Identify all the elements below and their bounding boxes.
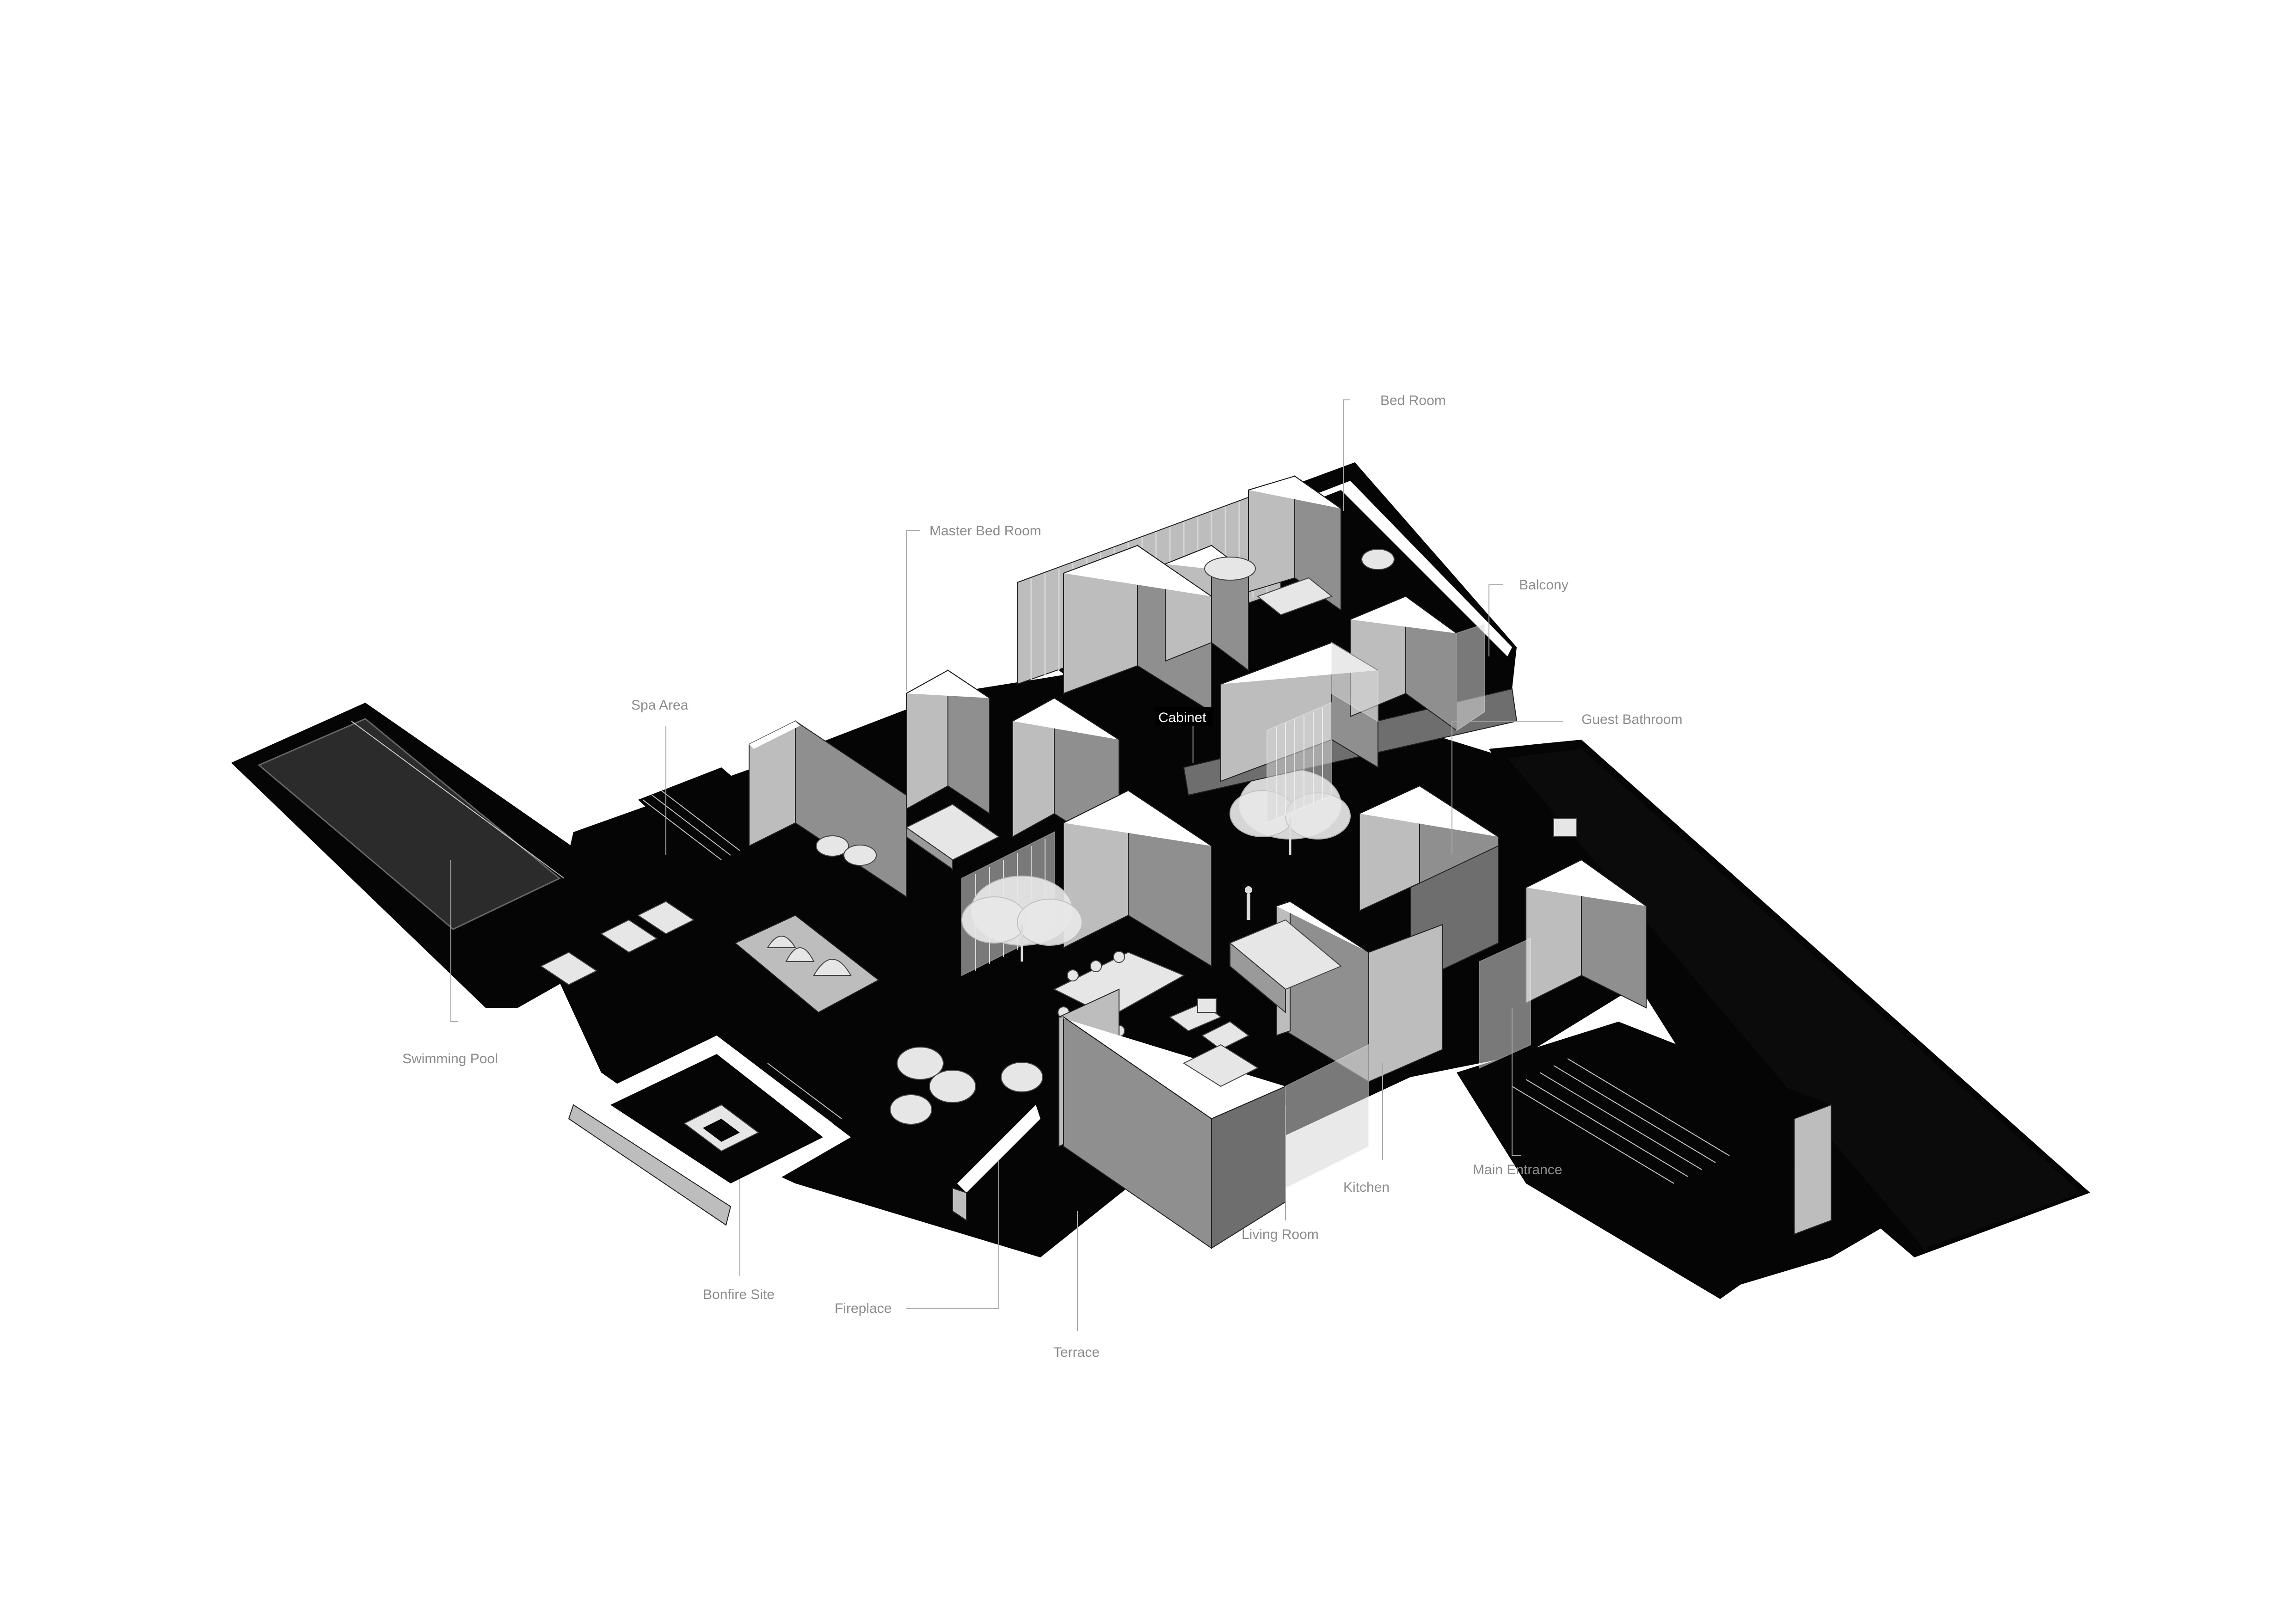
side-table-2	[843, 845, 877, 866]
leader-bed-room	[1343, 399, 1350, 511]
balcony-glass	[1456, 623, 1485, 731]
round-chair-2	[929, 1070, 976, 1103]
upper-chair	[1361, 549, 1395, 570]
label-cabinet: Cabinet	[1158, 710, 1206, 725]
side-table-1	[816, 835, 849, 857]
leader-main-entrance	[1512, 1008, 1521, 1156]
upper-glass-panel	[1331, 642, 1378, 722]
label-bonfire-site: Bonfire Site	[703, 1287, 775, 1302]
swimming-pool-deck	[231, 703, 657, 1008]
label-guest-bathroom: Guest Bathroom	[1581, 712, 1682, 727]
leader-swimming-pool	[450, 860, 458, 1022]
label-kitchen: Kitchen	[1343, 1180, 1390, 1195]
upper-slab-edge	[1050, 481, 1512, 656]
lounger-1	[540, 951, 597, 986]
spa-steps-2	[652, 795, 731, 856]
round-chair-4	[1001, 1062, 1043, 1092]
label-swimming-pool: Swimming Pool	[402, 1051, 498, 1066]
entrance-sign	[1553, 818, 1577, 837]
label-bed-room: Bed Room	[1380, 393, 1446, 408]
spa-steps-1	[642, 799, 722, 860]
round-chair-1	[897, 1047, 944, 1080]
living-kitchen	[1053, 886, 1443, 1249]
label-master-bed-room: Master Bed Room	[929, 523, 1041, 539]
kitchen-entrance-block	[1479, 859, 1832, 1235]
fireplace-wall-top	[957, 1105, 1040, 1193]
upper-floor	[1017, 462, 1518, 824]
entrance-steps	[1512, 1058, 1730, 1184]
rock-garden	[734, 914, 879, 1013]
label-spa-area: Spa Area	[631, 698, 689, 713]
upper-vanity	[1256, 577, 1333, 616]
lounger-2	[600, 919, 658, 953]
kitchen-wall-front	[1368, 924, 1443, 1083]
label-balcony: Balcony	[1519, 577, 1568, 593]
tree-left	[961, 876, 1082, 962]
pool-water	[258, 718, 561, 930]
driveway-texture	[1507, 749, 2081, 1248]
bonfire-steps	[758, 1067, 833, 1124]
room-labels: Bed Room Master Bed Room Balcony Spa Are…	[402, 393, 1682, 1360]
lounger-3	[637, 901, 695, 935]
cabinet-screen	[1267, 702, 1332, 824]
fireplace-wall-side	[952, 1187, 967, 1221]
entrance-side-wall	[1794, 1104, 1832, 1235]
round-chair-3	[890, 1094, 932, 1125]
terrace	[890, 1047, 1043, 1257]
leader-master-bed-room	[906, 530, 920, 691]
bonfire-deck-edge	[568, 1104, 732, 1226]
label-fireplace: Fireplace	[835, 1301, 892, 1316]
pool-edge-line	[351, 721, 565, 879]
leader-fireplace	[906, 1160, 999, 1309]
label-living-room: Living Room	[1242, 1227, 1319, 1242]
bonfire-site	[568, 1036, 851, 1226]
coffee-table	[1197, 998, 1217, 1013]
label-cabinet-bg	[1155, 707, 1213, 726]
leader-guest-bathroom	[1451, 721, 1563, 855]
leader-lines	[450, 399, 1563, 1331]
spa-steps-3	[661, 790, 740, 851]
person-figure	[1245, 886, 1252, 920]
master-wall-mid	[795, 720, 907, 898]
label-main-entrance: Main Entrance	[1473, 1162, 1562, 1177]
rocks	[767, 936, 852, 976]
bonfire-pit-inner	[703, 1119, 740, 1142]
armchair-2	[1201, 1021, 1249, 1050]
label-terrace: Terrace	[1053, 1345, 1100, 1360]
leader-balcony	[1488, 584, 1503, 656]
sofa	[1182, 1044, 1259, 1087]
entrance-glass	[1479, 938, 1531, 1069]
bathtub	[1204, 557, 1256, 581]
